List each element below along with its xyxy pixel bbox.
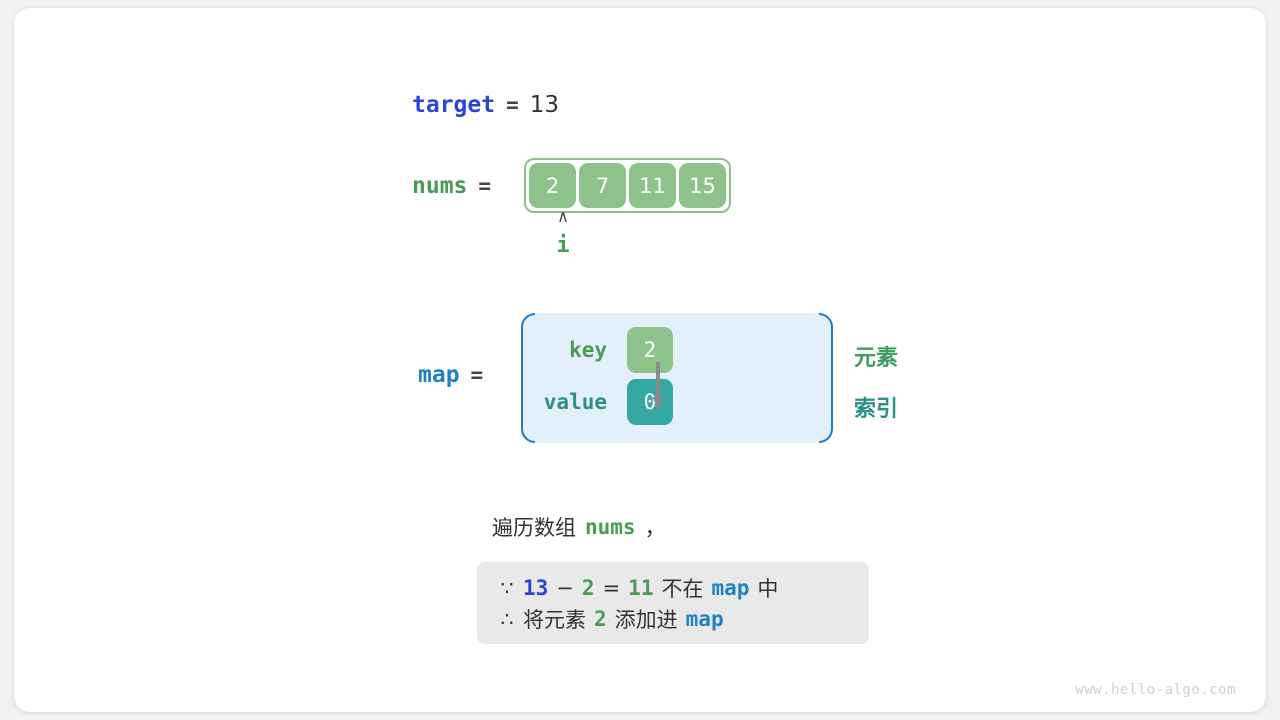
reason2-map-ref: map <box>685 606 724 631</box>
caption-row: 遍历数组 nums ， <box>492 512 666 542</box>
reason-map-ref: map <box>711 575 750 600</box>
reason-text-in: 中 <box>757 576 779 601</box>
reason-equals-operator: = <box>602 575 621 600</box>
map-equals: = <box>470 363 484 387</box>
nums-row: nums = 2 7 11 15 <box>412 158 732 213</box>
annotation-index: 索引 <box>854 397 899 422</box>
reasoning-line-1: ∵ 13 − 2 = 11 不在 map 中 <box>477 572 869 603</box>
map-key-label: key <box>569 338 607 362</box>
map-key-cell: 2 <box>627 327 673 373</box>
reason-text-not-in: 不在 <box>661 576 704 601</box>
reason-current-element: 2 <box>581 575 595 600</box>
pointer-label: i <box>556 233 570 258</box>
reasoning-box: ∵ 13 − 2 = 11 不在 map 中 ∴ 将元素 2 添加进 map <box>477 562 869 644</box>
reason-target-value: 13 <box>523 575 549 600</box>
caption-suffix: ， <box>644 516 666 540</box>
map-label: map <box>418 362 460 388</box>
therefore-symbol-icon: ∴ <box>500 606 514 631</box>
array-container: 2 7 11 15 <box>524 158 732 213</box>
nums-equals: = <box>478 173 492 198</box>
caret-up-icon: ∧ <box>557 207 569 227</box>
reason2-element: 2 <box>594 606 607 631</box>
map-row: map = <box>418 362 483 388</box>
reason-minus-operator: − <box>556 575 574 600</box>
because-symbol-icon: ∵ <box>500 575 514 600</box>
reasoning-line-2: ∴ 将元素 2 添加进 map <box>477 603 869 634</box>
target-value: 13 <box>529 92 560 118</box>
annotation-element: 元素 <box>854 346 899 371</box>
caption-prefix: 遍历数组 <box>492 516 576 540</box>
reason2-text-start: 将元素 <box>523 607 586 632</box>
target-label: target <box>412 92 496 118</box>
reason-complement: 11 <box>628 575 654 600</box>
index-pointer: ∧ i <box>543 208 583 260</box>
map-key-row: key 2 <box>521 327 673 373</box>
reason2-text-mid: 添加进 <box>614 607 678 632</box>
caption-var: nums <box>585 515 636 539</box>
nums-label: nums <box>412 172 468 199</box>
target-equals: = <box>506 93 519 117</box>
brace-right-icon <box>819 313 833 443</box>
map-value-cell: 0 <box>627 379 673 425</box>
array-cell: 7 <box>579 163 627 208</box>
target-row: target = 13 <box>412 92 559 118</box>
map-value-label: value <box>543 390 607 414</box>
watermark: www.hello-algo.com <box>1075 682 1236 698</box>
map-value-row: value 0 <box>521 379 673 425</box>
array-cell: 15 <box>679 163 727 208</box>
array-cell: 2 <box>529 163 577 208</box>
map-container: key 2 value 0 <box>521 313 833 443</box>
array-cell: 11 <box>629 163 677 208</box>
